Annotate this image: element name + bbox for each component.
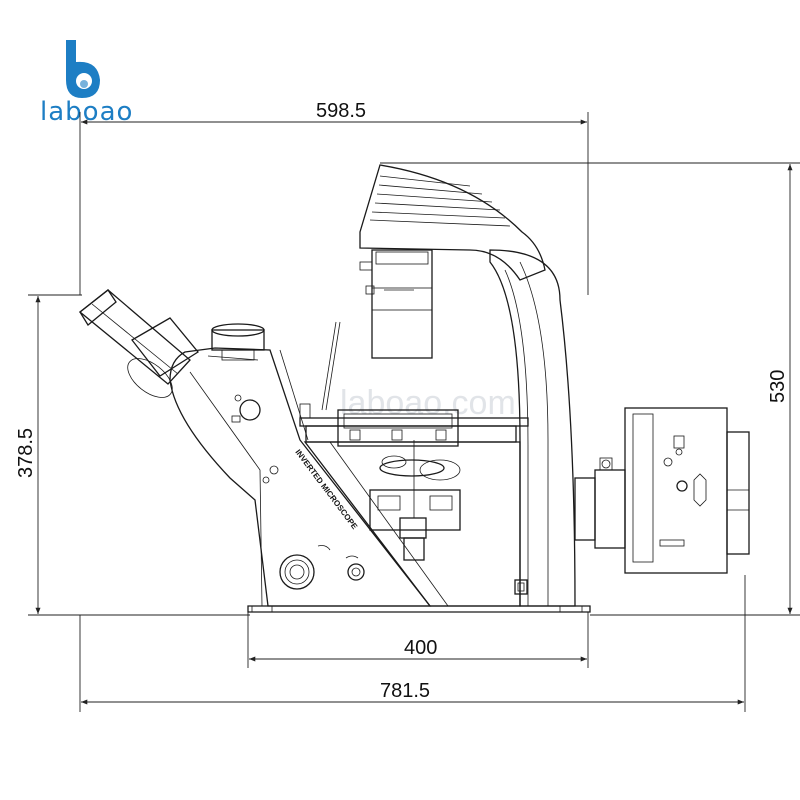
dimension-label-top-width: 598.5 [316, 100, 366, 122]
dimension-label-left-height: 378.5 [15, 428, 37, 478]
dimension-left-height: 378.5 [15, 294, 250, 616]
body-label: INVERTED MICROSCOPE [293, 448, 359, 532]
dimension-right-height: 530 [380, 162, 800, 616]
logo-mark-icon [66, 40, 100, 98]
dimension-top-width: 598.5 [79, 100, 589, 295]
brand-logo: laboao [40, 40, 133, 127]
logo-text: laboao [40, 97, 133, 127]
dimension-base-width: 400 [247, 612, 589, 668]
watermark-text: laboao.com [340, 384, 516, 422]
dimension-label-right-height: 530 [767, 370, 789, 403]
dimension-label-base-width: 400 [404, 637, 437, 659]
dimension-label-total-width: 781.5 [380, 680, 430, 702]
dimension-total-width: 781.5 [79, 575, 746, 712]
